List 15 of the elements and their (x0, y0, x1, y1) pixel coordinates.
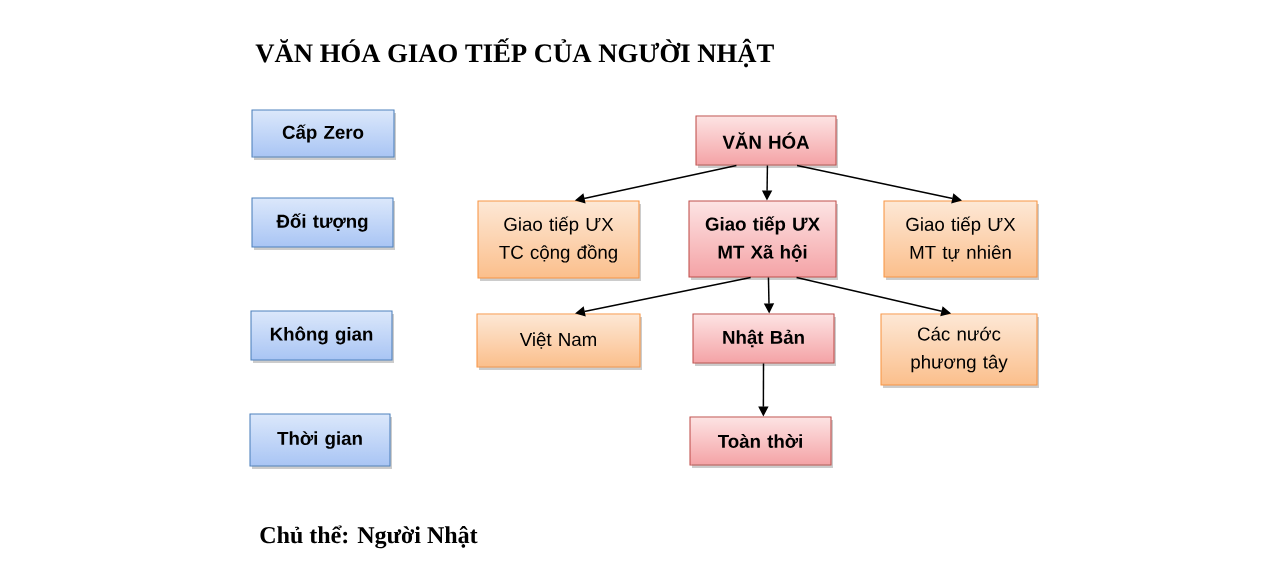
concept-box: Giao tiếp ƯX MT tự nhiên (883, 200, 1039, 280)
concept-box: Giao tiếp ƯX TC cộng đồng (477, 200, 641, 281)
concept-box: Việt Nam (476, 313, 642, 370)
category-box: Cấp Zero (251, 109, 396, 160)
concept-box: Các nước phương tây (880, 313, 1039, 388)
arrow (796, 164, 962, 204)
caption: Chủ thể: Người Nhật (260, 525, 478, 549)
title: VĂN HÓA GIAO TIẾP CỦA NGƯỜI NHẬT (255, 38, 774, 68)
concept-box: Nhật Bản (692, 313, 836, 366)
category-box: Đối tượng (251, 197, 395, 250)
concept-box: Giao tiếp ƯX MT Xã hội (688, 200, 838, 280)
category-box: Không gian (250, 310, 394, 363)
concept-box: VĂN HÓA (695, 115, 838, 168)
category-box: Thời gian (249, 413, 392, 469)
concept-box: Toàn thời (689, 416, 833, 468)
